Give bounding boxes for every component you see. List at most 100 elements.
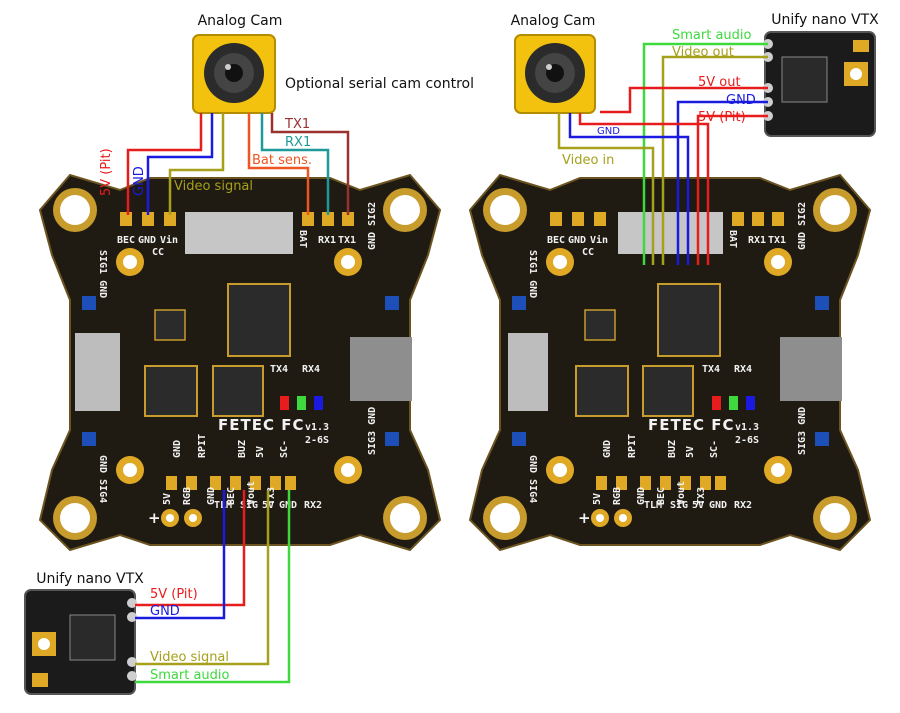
vtx-label-right: Unify nano VTX <box>771 12 879 28</box>
label-gnd-cam-right: GND <box>597 126 620 137</box>
vtx-module-right <box>763 31 876 137</box>
wire-gnd-cam-right <box>568 113 690 265</box>
analog-camera-right <box>514 34 596 114</box>
gnd-label: GND <box>172 440 183 458</box>
pad-label-bec-right: BEC <box>547 235 565 246</box>
label-5v-pit-right: 5V (Pit) <box>698 110 746 125</box>
label-rx1: RX1 <box>285 135 311 150</box>
label-gnd-right: GND <box>726 93 756 108</box>
sc-label-right: SC- <box>709 440 720 458</box>
bottom-pad-gnd: GND <box>206 487 217 505</box>
pad-label-vin-right: Vin <box>590 234 608 246</box>
label-gnd-cam: GND <box>132 166 147 196</box>
pad-label-gnd: GND <box>138 235 156 246</box>
pad-label-rx1: RX1 <box>318 235 336 246</box>
pad-label-bec: BEC <box>117 235 135 246</box>
camera-label-right: Analog Cam <box>511 13 596 29</box>
buz-label: BUZ <box>237 440 248 458</box>
gnd-label-right: GND <box>602 440 613 458</box>
board-name-right: FETEC FC <box>648 416 734 434</box>
cc-label: CC <box>152 247 164 258</box>
side-label-sig1: SIG1 GND <box>97 250 108 298</box>
bottom-pad-5v: 5V <box>162 493 173 505</box>
bottom-pad-rgb-right: RGB <box>612 487 623 505</box>
wire-video-in <box>557 113 655 265</box>
board-voltage: 2-6S <box>305 435 329 446</box>
bottom-pad-sig-right: SIG <box>670 500 688 511</box>
bottom-pad-sig: SIG <box>240 500 258 511</box>
tx4-label-right: TX4 <box>702 364 720 375</box>
pad-label-tx1: TX1 <box>338 235 356 246</box>
rx4-label-right: RX4 <box>734 364 752 375</box>
side-label-sig1-right: SIG1 GND <box>527 250 538 298</box>
bottom-pad-5v-right: 5V <box>592 493 603 505</box>
wire-5v-out <box>600 86 768 114</box>
label-bat-sens: Bat sens. <box>252 153 312 168</box>
bottom-pad-gnd-right: GND <box>636 487 647 505</box>
buz-label-right: BUZ <box>667 440 678 458</box>
wire-video-out <box>661 55 768 265</box>
bottom-pad-vout: Vout <box>246 481 257 505</box>
bottom-pad-tlm-right: TLM <box>644 500 662 511</box>
pad-label-gnd-right: GND <box>568 235 586 246</box>
wire-rx1 <box>260 113 330 215</box>
bottom-pad-vout-right: Vout <box>676 481 687 505</box>
wire-gnd-vtx-right <box>676 100 768 265</box>
board-voltage-right: 2-6S <box>735 435 759 446</box>
label-smart-audio-left: Smart audio <box>150 668 230 683</box>
bottom-pad-bec: BEC <box>226 487 237 505</box>
bottom-pad-rx2: RX2 <box>304 500 322 511</box>
pad-label-bat-right: BAT <box>727 230 738 248</box>
wire-video-vtx-left <box>135 490 270 666</box>
5v-label: 5V <box>255 446 266 458</box>
label-5v-pit-vtx: 5V (Pit) <box>150 587 198 602</box>
label-video-out: Video out <box>672 45 734 60</box>
rpit-label-right: RPIT <box>627 434 638 458</box>
svg-text:+: + <box>578 509 592 527</box>
flight-controller-board-right: + <box>468 173 872 552</box>
board-version: v1.3 <box>305 422 329 433</box>
board-version-right: v1.3 <box>735 422 759 433</box>
wire-5v-cam-left <box>126 113 203 215</box>
label-video-signal-vtx: Video signal <box>150 650 229 665</box>
label-5v-out: 5V out <box>698 75 741 90</box>
left-diagram: + BEC GND Vin RX1 TX1 BAT CC TX4 RX4 FET… <box>24 13 474 695</box>
label-5v-pit-cam: 5V (Pit) <box>99 148 114 196</box>
camera-label-left: Analog Cam <box>198 13 283 29</box>
tx4-label: TX4 <box>270 364 288 375</box>
wire-5v-cam-right <box>578 113 710 265</box>
vtx-module-left <box>24 589 137 695</box>
board-name: FETEC FC <box>218 416 304 434</box>
rpit-label: RPIT <box>197 434 208 458</box>
label-video-signal-cam: Video signal <box>174 179 253 194</box>
bottom-pad-bec-right: BEC <box>656 487 667 505</box>
sc-label: SC- <box>279 440 290 458</box>
cc-label-right: CC <box>582 247 594 258</box>
wire-5v-vtx-left <box>135 490 246 607</box>
wire-video-cam-left <box>168 113 225 215</box>
bottom-pad-rx2-right: RX2 <box>734 500 752 511</box>
wire-5v-pit-right <box>696 114 768 265</box>
label-video-in: Video in <box>562 153 614 168</box>
pad-label-bat: BAT <box>297 230 308 248</box>
wire-smart-audio-right <box>642 42 768 265</box>
rx4-label: RX4 <box>302 364 320 375</box>
wire-bat-sens <box>247 113 310 215</box>
bottom-pad-gnd-2-right: GND <box>709 500 727 511</box>
svg-text:+: + <box>148 509 162 527</box>
bottom-pad-tx3: TX3 <box>266 487 277 505</box>
right-diagram: + BEC GND Vin RX1 TX1 BAT CC TX4 RX4 FET… <box>468 12 879 552</box>
bottom-pad-rgb: RGB <box>182 487 193 505</box>
vtx-label-left: Unify nano VTX <box>36 571 144 587</box>
flight-controller-board-left: + <box>38 173 442 552</box>
wire-gnd-vtx-left <box>135 490 226 620</box>
side-label-sig2: GND SIG2 <box>367 202 378 250</box>
label-tx1: TX1 <box>284 117 310 132</box>
pad-label-vin: Vin <box>160 234 178 246</box>
bottom-pad-5v-2-right: 5V <box>692 500 704 511</box>
side-label-sig3: SIG3 GND <box>367 407 378 455</box>
pad-label-tx1-right: TX1 <box>768 235 786 246</box>
side-label-sig4-right: GND SIG4 <box>527 455 538 503</box>
bottom-pad-tx3-right: TX3 <box>696 487 707 505</box>
